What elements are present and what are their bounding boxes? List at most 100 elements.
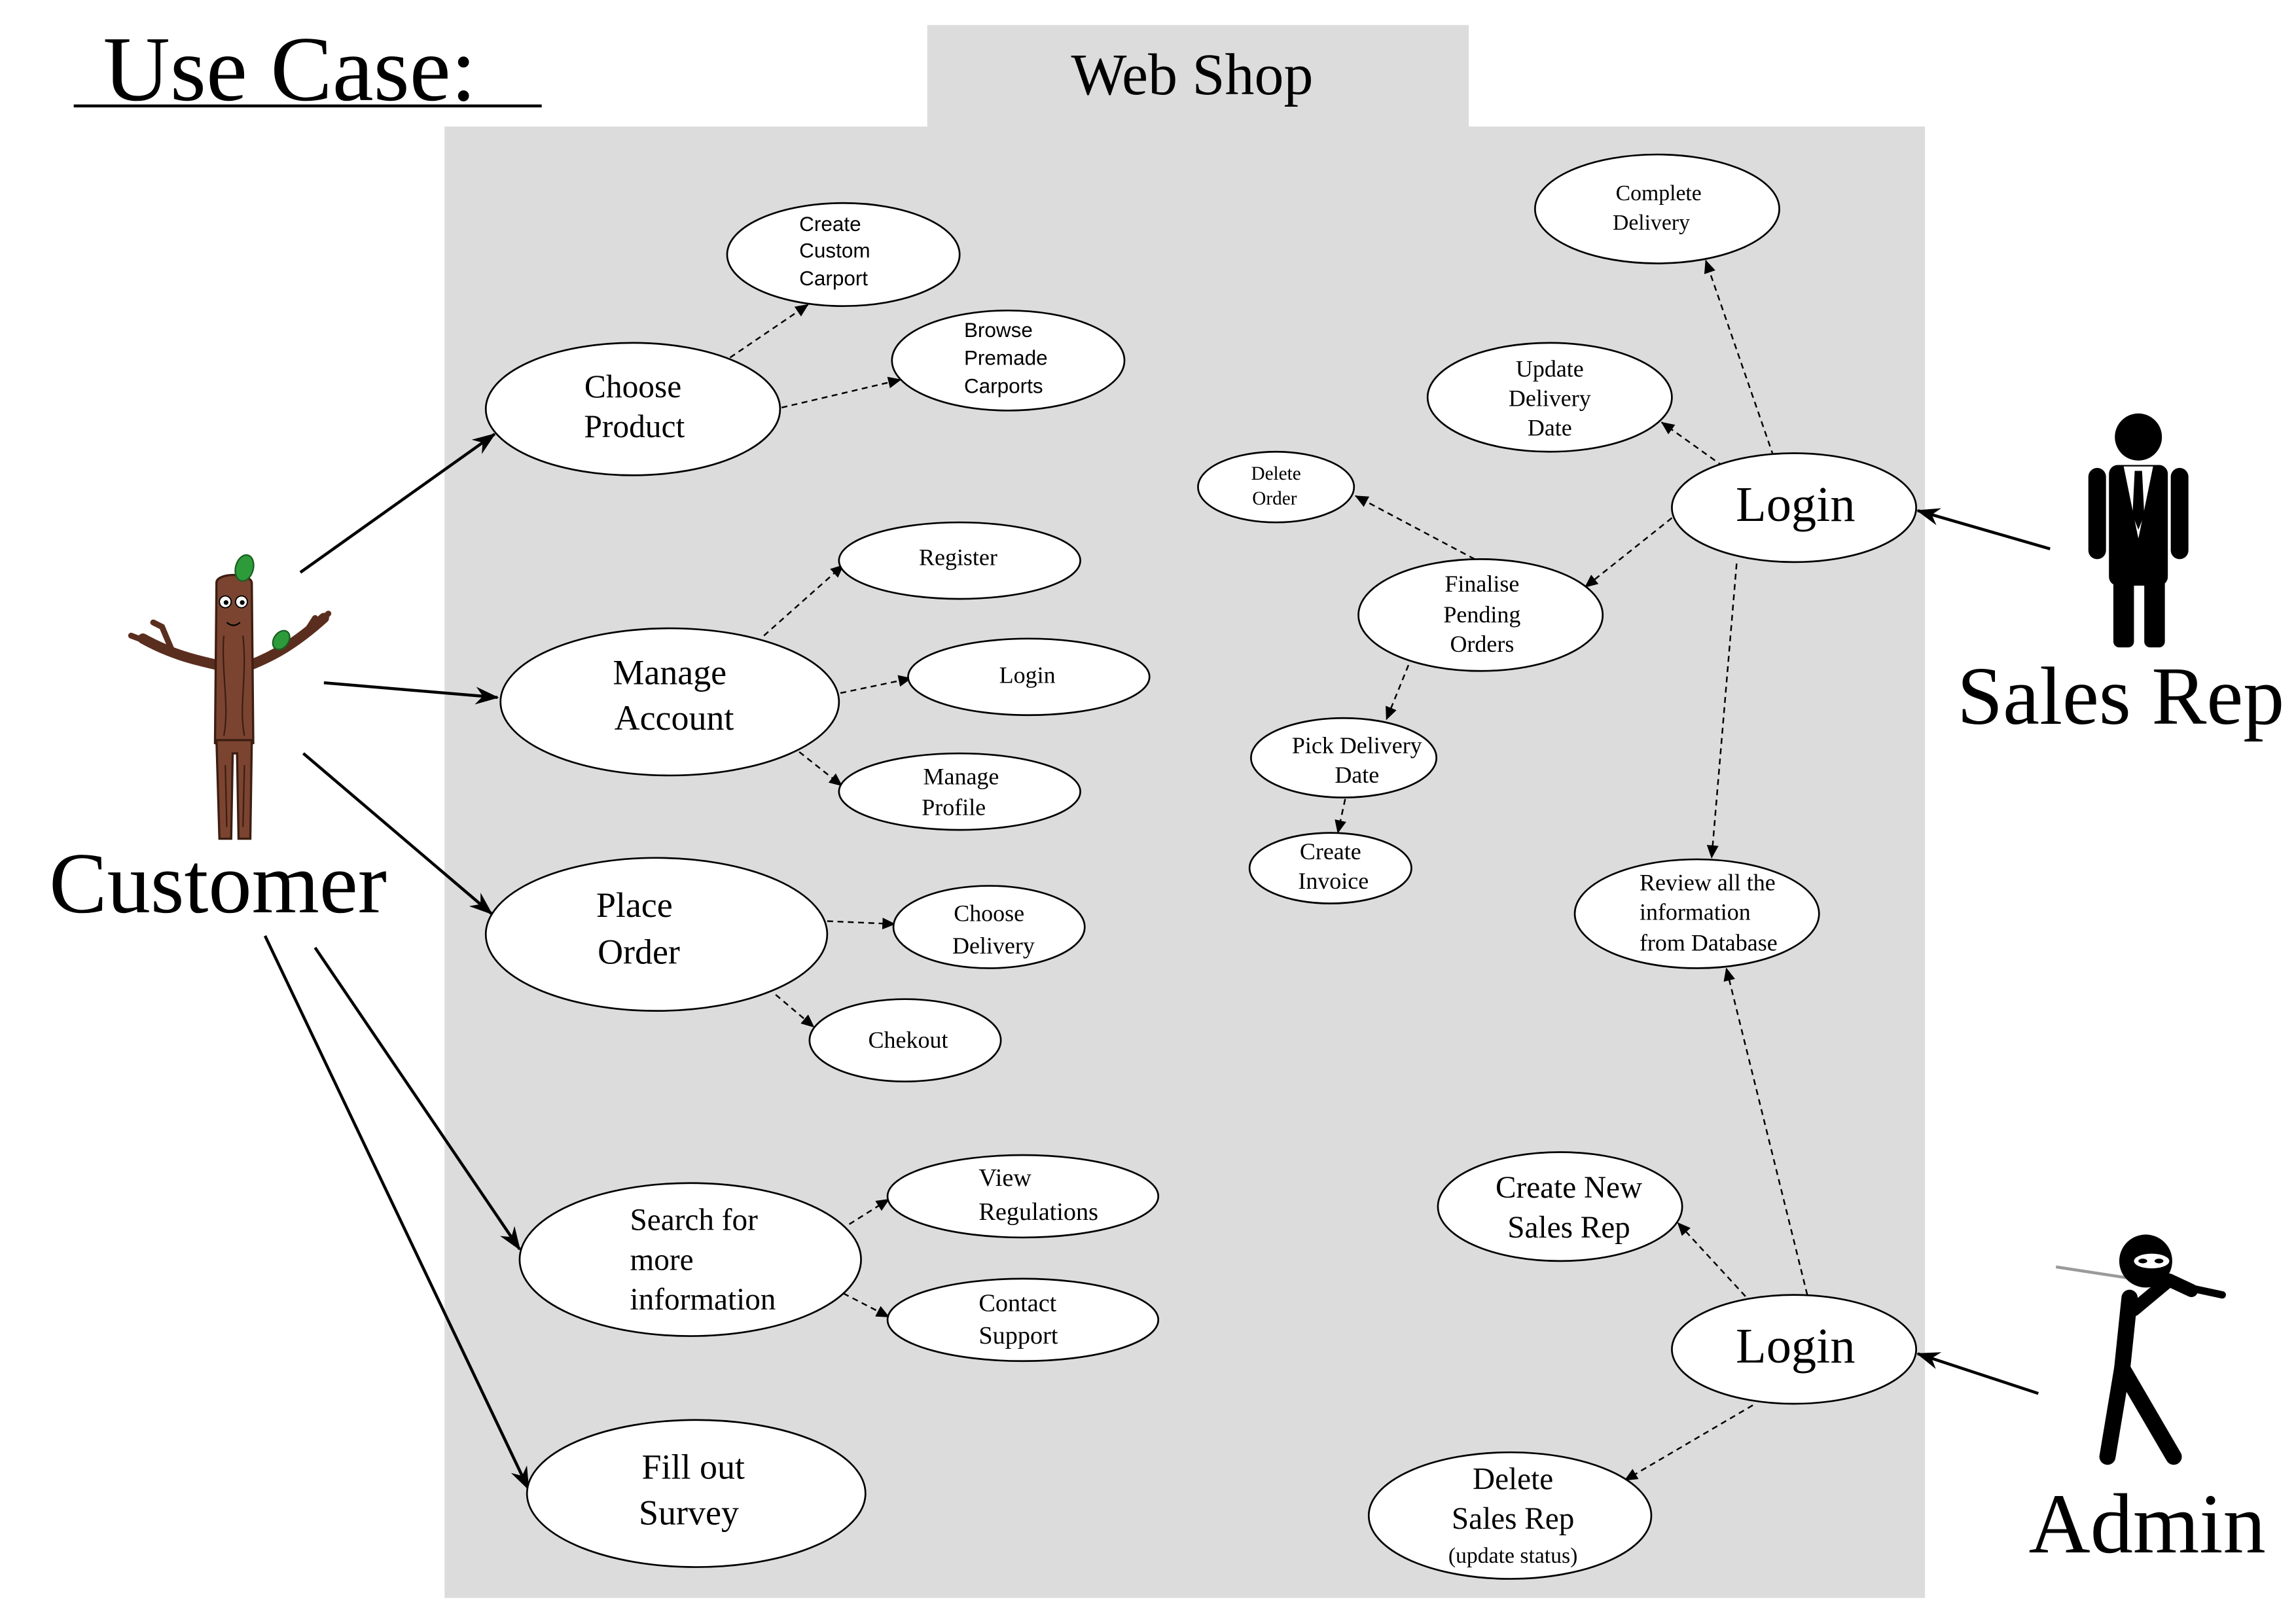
tie-icon: [2132, 471, 2145, 530]
use-case-choose-delivery: Choose Delivery: [892, 885, 1086, 969]
use-case-label-line: Product: [584, 408, 685, 444]
use-case-sales-rep-login: Login: [1671, 452, 1918, 563]
system-name: Web Shop: [1071, 43, 1313, 107]
use-case-label-line: Create: [1300, 838, 1361, 865]
use-case-label-line: Carport: [799, 267, 868, 290]
dependency-finalise-delete-order: [1355, 495, 1475, 560]
use-case-label-line: Survey: [639, 1493, 739, 1532]
use-case-label-line: Login: [1736, 1318, 1856, 1374]
use-case-manage-account: Manage Account: [499, 627, 840, 777]
use-case-ellipse: [1534, 153, 1780, 264]
use-case-label-line: Pick Delivery: [1292, 732, 1422, 758]
use-case-checkout: Chekout: [808, 998, 1002, 1082]
dependency-choose-product-create-custom-carport: [729, 304, 809, 359]
dependency-manage-account-register: [763, 564, 844, 637]
use-case-label-line: Choose: [954, 901, 1024, 927]
use-case-label-line: Chekout: [869, 1027, 948, 1053]
use-case-label-line: Create: [799, 213, 861, 236]
use-case-ellipse: [526, 1419, 867, 1568]
dependency-sales-login-finalise-orders: [1584, 517, 1673, 588]
dependency-manage-account-manage-profile: [798, 751, 843, 787]
use-case-label-line: Login: [1736, 476, 1856, 532]
dependency-pick-date-create-invoice: [1335, 798, 1346, 834]
use-case-label-line: Fill out: [642, 1448, 745, 1487]
use-case-ellipse: [892, 885, 1086, 969]
dependency-search-contact-support: [843, 1293, 890, 1318]
use-case-label-line: Carports: [964, 374, 1043, 397]
dependency-manage-account-login: [840, 675, 912, 694]
use-case-label-line: Manage: [613, 653, 726, 692]
use-case-ellipse: [1426, 342, 1673, 453]
figure-right-arm: [2170, 467, 2189, 560]
use-case-label-line: Pending: [1443, 601, 1520, 628]
ninja-figure-icon: [2055, 1234, 2226, 1465]
use-case-label-line: Login: [999, 662, 1056, 688]
system-name-tab: [927, 25, 1469, 128]
use-case-ellipse: [1573, 858, 1820, 969]
use-case-create-custom-carport: Create Custom Carport: [726, 202, 961, 308]
use-case-label-line: Date: [1528, 415, 1572, 441]
use-case-ellipse: [808, 998, 1002, 1082]
use-case-ellipse: [891, 310, 1126, 412]
use-case-customer-login: Login: [907, 637, 1151, 717]
actor-customer: Customer: [49, 554, 387, 931]
use-case-ellipse: [726, 202, 961, 308]
use-case-label-line: Review all the: [1640, 869, 1776, 895]
use-case-label-line: Delivery: [952, 933, 1035, 959]
use-case-create-invoice: Create Invoice: [1248, 832, 1412, 904]
ninja-eye-right: [2154, 1258, 2164, 1264]
ninja-mask-opening: [2134, 1253, 2170, 1269]
use-case-manage-profile: Manage Profile: [838, 752, 1081, 831]
use-case-place-order: Place Order: [484, 857, 829, 1012]
dependency-admin-login-review-database: [1723, 967, 1808, 1295]
tree-leaf-arm: [272, 630, 291, 651]
use-case-label-line: information: [1640, 899, 1751, 925]
use-case-label-line: Update: [1516, 356, 1584, 382]
figure-left-leg: [2113, 577, 2134, 648]
use-case-ellipse: [886, 1277, 1160, 1363]
use-case-label-line: Profile: [922, 794, 986, 821]
use-case-create-sales-rep: Create New Sales Rep: [1437, 1151, 1683, 1262]
use-case-ellipse: [1250, 717, 1438, 798]
use-case-complete-delivery: Complete Delivery: [1534, 153, 1780, 264]
businessman-figure-icon: [2088, 413, 2189, 648]
use-case-label-line: Sales Rep: [1452, 1502, 1574, 1536]
use-case-label-line: Date: [1335, 762, 1379, 788]
use-case-label-line: Place: [596, 885, 673, 925]
use-case-ellipse: [1437, 1151, 1683, 1262]
dependency-sales-login-review-database: [1706, 563, 1738, 859]
dependency-admin-login-create-sales-rep: [1677, 1222, 1746, 1297]
association-customer-manage-account: [323, 681, 499, 705]
diagram-title: Use Case:: [103, 18, 476, 120]
association-admin-login: [1916, 1352, 2039, 1395]
association-customer-fill-out-survey: [263, 935, 530, 1491]
actor-label: Sales Rep: [1957, 651, 2284, 742]
ninja-eye-left: [2138, 1258, 2147, 1264]
association-sales-rep-login: [1916, 508, 2051, 550]
association-customer-choose-product: [299, 433, 496, 574]
use-case-browse-premade-carports: Browse Premade Carports: [891, 310, 1126, 412]
use-case-delete-order: Delete Order: [1197, 450, 1355, 524]
use-case-label-line: Create New: [1496, 1171, 1642, 1205]
figure-right-leg: [2144, 577, 2165, 648]
use-case-ellipse: [907, 637, 1151, 717]
use-case-label-line: Orders: [1450, 631, 1514, 657]
use-case-label-line: Custom: [799, 239, 870, 262]
use-case-label-line: (update status): [1448, 1544, 1578, 1568]
use-case-ellipse: [484, 857, 829, 1012]
actor-label: Customer: [49, 835, 387, 931]
use-case-label-line: Order: [1252, 488, 1297, 509]
association-customer-place-order: [302, 752, 493, 915]
association-customer-search-information: [314, 946, 521, 1251]
figure-arm: [2127, 1274, 2198, 1317]
use-case-choose-product: Choose Product: [484, 342, 781, 476]
dependency-sales-login-update-delivery-date: [1660, 421, 1724, 467]
use-case-label-line: Regulations: [978, 1198, 1098, 1226]
use-case-label-line: information: [630, 1283, 776, 1317]
use-case-label-line: Choose: [584, 368, 681, 404]
actor-admin: Admin: [2029, 1234, 2266, 1571]
use-case-contact-support: Contact Support: [886, 1277, 1160, 1363]
use-case-ellipse: [1671, 1294, 1918, 1405]
use-case-ellipse: [1197, 450, 1355, 524]
use-case-label-line: Complete: [1616, 181, 1702, 205]
